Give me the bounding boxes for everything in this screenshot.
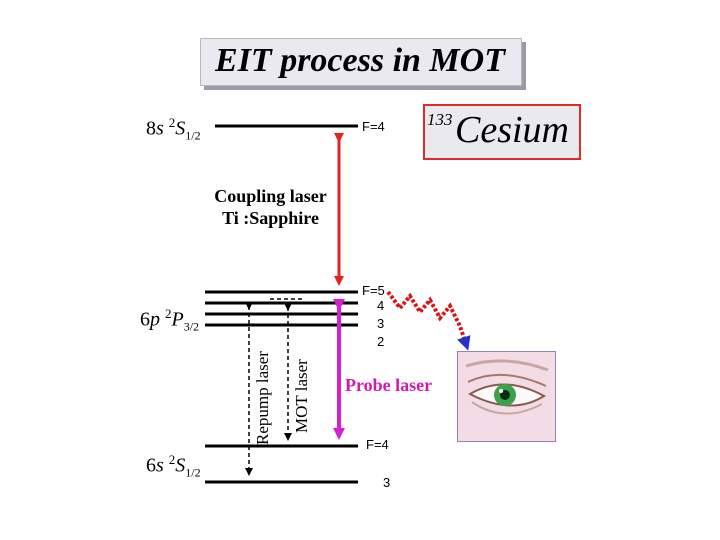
state-6p-label: 6p 2P3/2 [140,306,200,334]
coupling-laser-label: Coupling laser Ti :Sapphire [198,185,343,229]
state-6s-label: 6s 2S1/2 [146,452,201,480]
hf-6p-f3: 3 [377,316,385,331]
emitted-photon-arrow [386,290,471,351]
hf-6s-f4: F=4 [366,437,389,452]
eye-icon [465,359,549,415]
eye-illustration [457,351,556,442]
state-8s-label: 8s 2S1/2 [146,115,201,143]
element-name: Cesium [455,109,569,151]
coupling-laser-source: Ti :Sapphire [222,208,319,228]
mass-number: 133 [427,110,453,129]
hf-6s-f3: 3 [383,475,391,490]
coupling-laser-name: Coupling laser [214,186,327,206]
element-box [423,104,581,160]
probe-laser-label: Probe laser [345,375,433,395]
repump-laser-label: Repump laser [253,351,272,445]
mot-laser-label: MOT laser [292,359,311,433]
title-box [200,38,522,86]
hf-6p-f2: 2 [377,334,385,349]
hf-8s-f4: F=4 [362,119,385,134]
page-title: EIT process in MOT [215,42,505,79]
hf-6p-f5: F=5 [362,283,385,298]
hf-6p-f4: 4 [377,298,385,313]
